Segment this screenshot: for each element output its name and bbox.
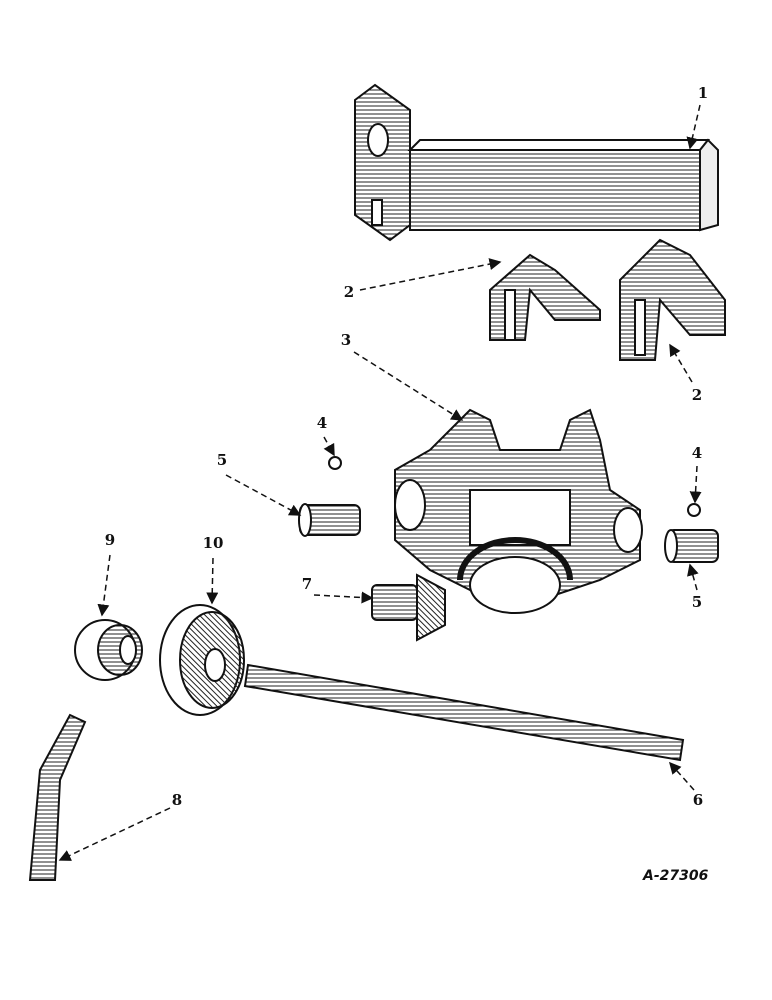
callout-2a: 2 xyxy=(343,283,355,301)
figure-code: A-27306 xyxy=(643,868,709,884)
callout-9: 9 xyxy=(104,531,116,549)
callout-3: 3 xyxy=(340,331,352,349)
part-2-bracket-left xyxy=(489,253,601,341)
part-7-bevel-gear xyxy=(371,573,446,642)
callout-5b: 5 xyxy=(691,593,703,611)
part-5-bushings xyxy=(298,503,719,563)
part-3-housing xyxy=(394,408,643,614)
callout-4a: 4 xyxy=(316,414,328,432)
callout-10: 10 xyxy=(202,534,224,552)
callout-7: 7 xyxy=(301,575,313,593)
callout-5a: 5 xyxy=(216,451,228,469)
part-1-support-bar xyxy=(354,83,719,242)
callout-8: 8 xyxy=(171,791,183,809)
part-9-small-sprocket xyxy=(74,619,143,681)
callout-2b: 2 xyxy=(691,386,703,404)
callout-1: 1 xyxy=(697,84,709,102)
part-4-fittings xyxy=(328,456,701,517)
callout-6: 6 xyxy=(692,791,704,809)
callout-4b: 4 xyxy=(691,444,703,462)
part-6-shaft xyxy=(243,663,685,762)
part-8-chain xyxy=(28,713,87,881)
part-10-large-sprocket xyxy=(159,604,245,716)
part-2-bracket-right xyxy=(619,238,726,361)
